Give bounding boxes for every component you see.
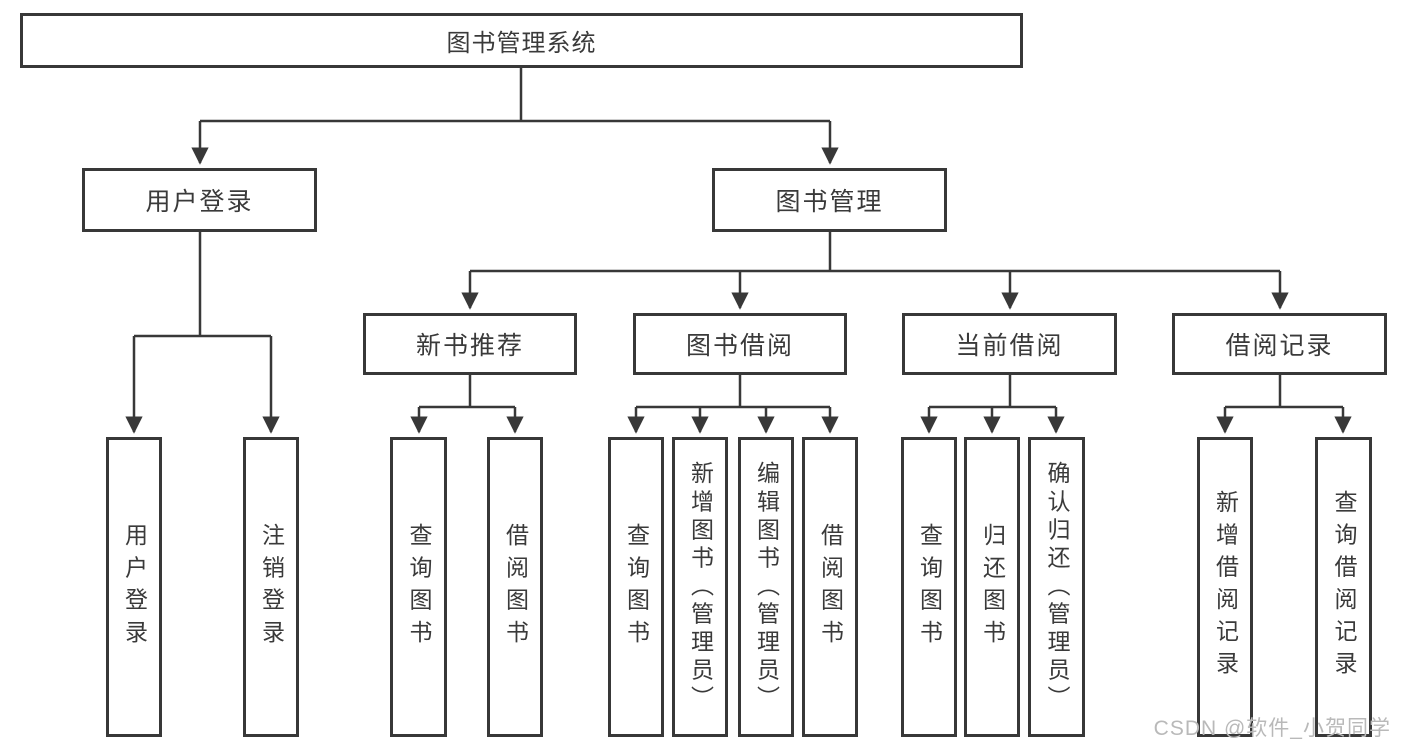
node-edit-book-admin: 编辑图书（管理员） (738, 437, 794, 737)
node-book-management: 图书管理 (712, 168, 947, 232)
watermark: CSDN @软件_小贺同学 (1153, 717, 1391, 740)
node-label: 借阅图书 (817, 522, 844, 652)
node-label: 图书管理系统 (446, 30, 597, 57)
node-borrow-books-leaf: 借阅图书 (802, 437, 858, 737)
node-library-system: 图书管理系统 (20, 13, 1023, 68)
node-label: 当前借阅 (955, 332, 1064, 360)
connector-root-to-level2 (191, 68, 839, 165)
node-label: 查询图书 (406, 522, 432, 652)
node-label: 查询借阅记录 (1331, 490, 1357, 684)
node-label: 确认归还（管理员） (1044, 460, 1070, 714)
node-label: 查询图书 (916, 522, 943, 652)
node-label: 借阅记录 (1225, 332, 1334, 360)
node-query-borrow-record: 查询借阅记录 (1315, 437, 1372, 737)
node-label: 借阅图书 (502, 522, 529, 652)
node-query-books-recommend: 查询图书 (390, 437, 447, 737)
connector-new-book-children (410, 375, 524, 434)
node-query-books-current: 查询图书 (901, 437, 957, 737)
node-user-login-leaf: 用户登录 (106, 437, 162, 737)
node-label: 注销登录 (258, 522, 285, 652)
node-logout: 注销登录 (243, 437, 299, 737)
node-user-login: 用户登录 (82, 168, 317, 232)
connector-user-login-children (125, 232, 280, 434)
connector-borrow-record-children (1216, 375, 1352, 434)
node-label: 新书推荐 (415, 332, 524, 360)
node-borrow-books-recommend: 借阅图书 (487, 437, 543, 737)
node-book-borrow: 图书借阅 (633, 313, 847, 375)
node-label: 用户登录 (121, 522, 148, 652)
connector-book-borrow-children (627, 375, 839, 434)
node-label: 新增图书（管理员） (687, 460, 714, 714)
connector-book-mgmt-children (461, 232, 1289, 310)
node-add-borrow-record: 新增借阅记录 (1197, 437, 1253, 737)
node-label: 查询图书 (623, 522, 650, 652)
connector-current-borrow-children (920, 375, 1065, 434)
node-label: 图书借阅 (685, 332, 794, 360)
node-current-borrow: 当前借阅 (902, 313, 1117, 375)
node-return-books: 归还图书 (964, 437, 1020, 737)
node-label: 编辑图书（管理员） (753, 460, 780, 714)
node-borrow-records: 借阅记录 (1172, 313, 1387, 375)
node-new-book-recommend: 新书推荐 (363, 313, 577, 375)
node-add-book-admin: 新增图书（管理员） (672, 437, 728, 737)
node-label: 图书管理 (775, 188, 884, 216)
node-label: 归还图书 (979, 522, 1006, 652)
node-label: 新增借阅记录 (1212, 490, 1239, 684)
node-label: 用户登录 (145, 188, 254, 216)
node-query-books-borrow: 查询图书 (608, 437, 664, 737)
node-confirm-return-admin: 确认归还（管理员） (1028, 437, 1085, 737)
